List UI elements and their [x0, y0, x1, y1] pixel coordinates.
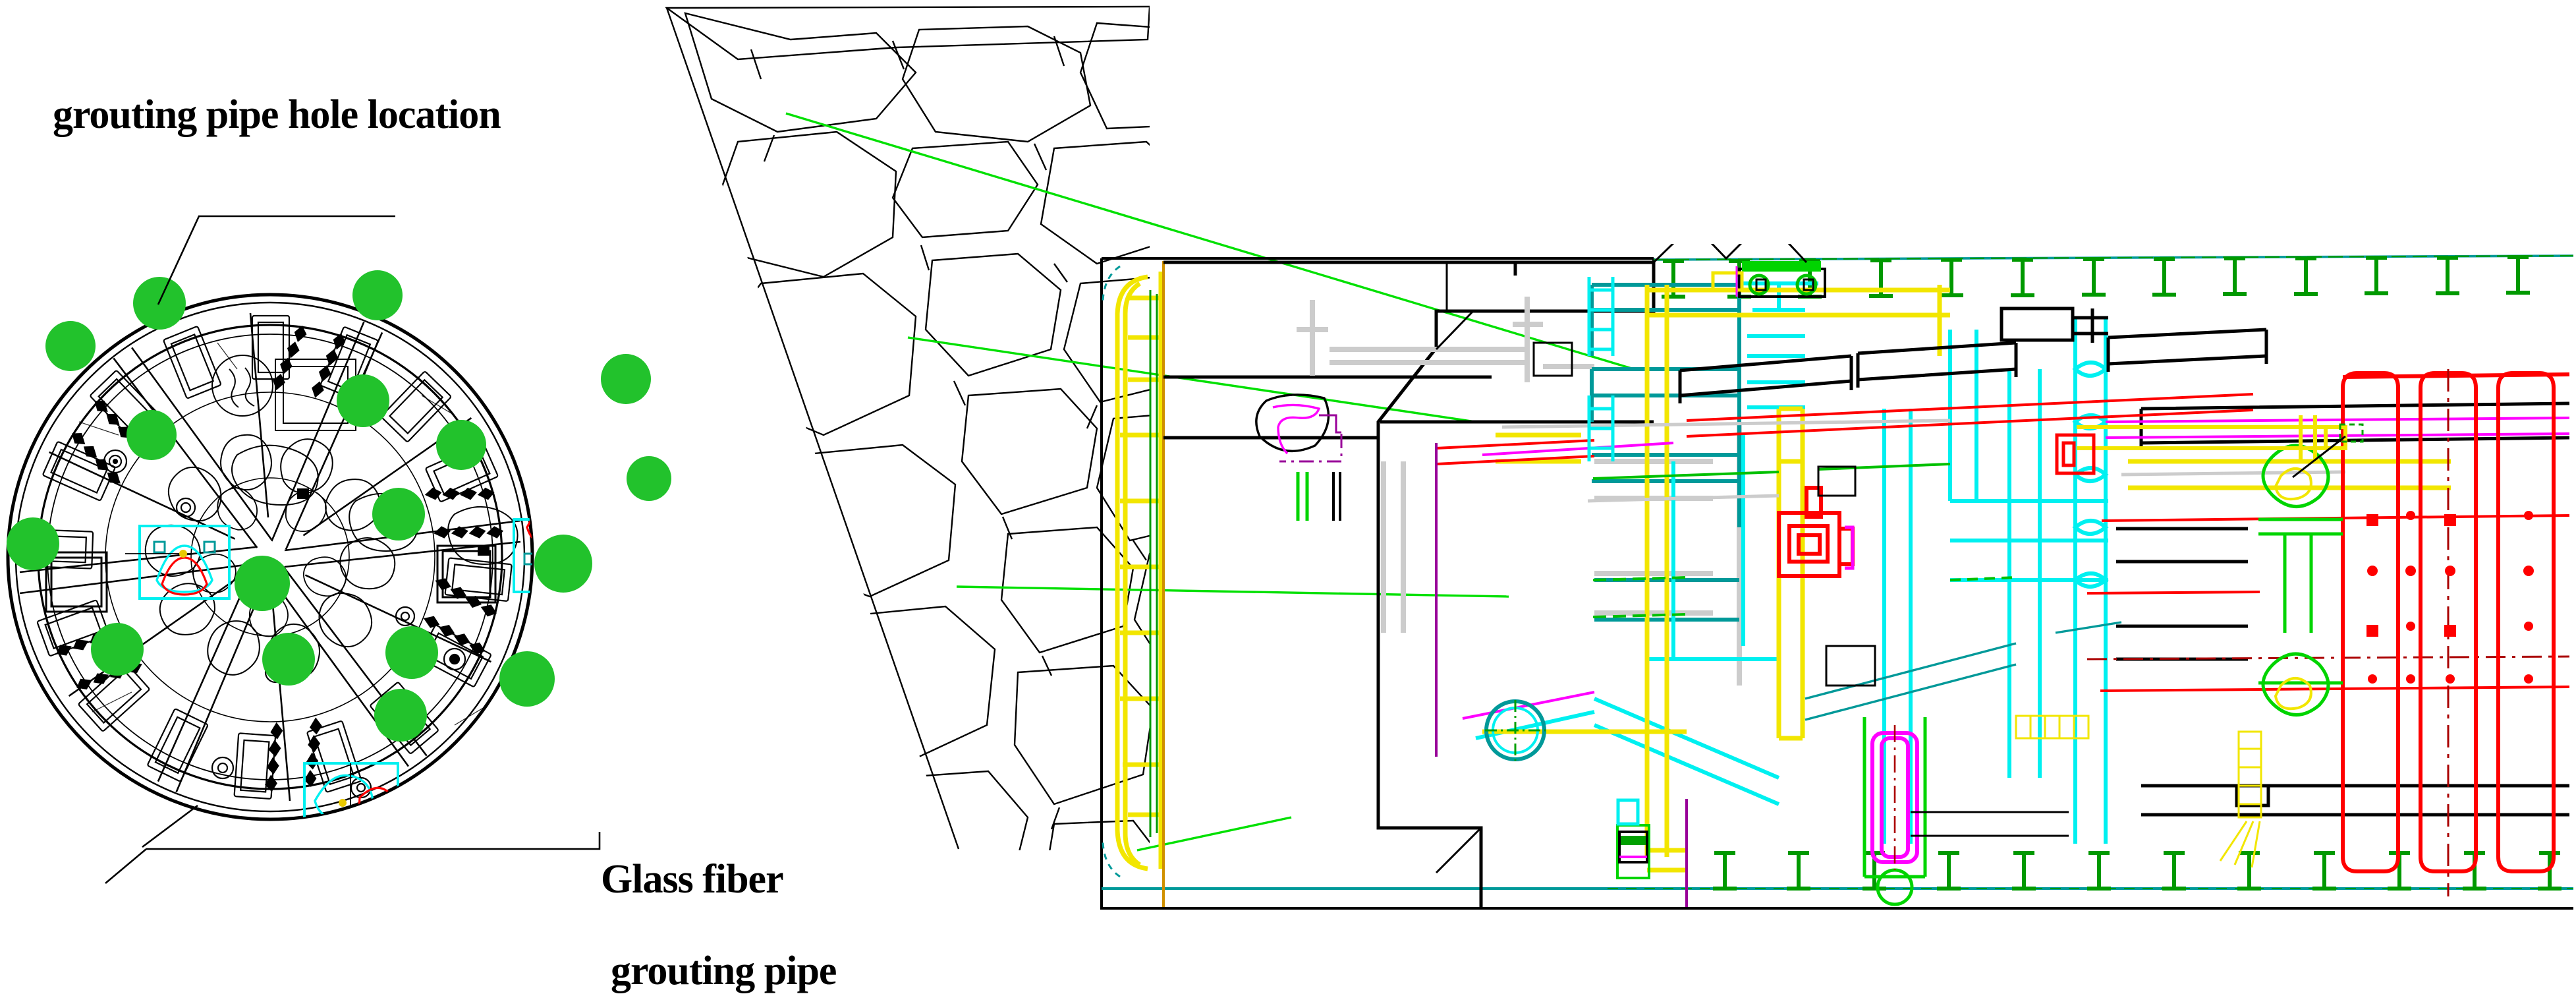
shield-roof-break-lines [1435, 244, 1808, 874]
glass-fiber-line-1: Glass fiber [601, 857, 784, 902]
grout-hole [352, 270, 403, 320]
cutterhead-bottom-block [322, 869, 399, 916]
grout-hole [372, 488, 425, 541]
grout-hole [126, 410, 177, 460]
grout-hole [499, 651, 555, 707]
cutterhead-profile-accent [1149, 290, 1158, 837]
ladder-cyan [1587, 277, 1615, 461]
cutterhead-outer-rim [6, 293, 534, 821]
grout-hole [91, 623, 144, 676]
grey-structure-lines [1501, 419, 2346, 503]
grout-hole [374, 689, 427, 742]
invert-support-beams [1713, 851, 2562, 891]
shield-body-outline [1163, 260, 1656, 910]
grout-hole [337, 374, 389, 427]
centre-details [1445, 262, 2069, 837]
green-leader-lines [785, 112, 1635, 852]
glass-fiber-line-2: grouting pipe [611, 948, 837, 993]
cutter-detail-left [125, 525, 231, 600]
grout-hole [436, 420, 486, 470]
title-leader-line [157, 215, 395, 305]
green-structure-lines [1592, 463, 2017, 618]
motor-hub-yellow [2274, 467, 2312, 711]
grout-hole [7, 517, 59, 570]
shaft-leader [2292, 423, 2364, 479]
grille-yellow [2015, 715, 2262, 868]
boulder-inclusion [1255, 394, 1343, 463]
green-leader-3 [956, 585, 1509, 598]
cutterhead-profile-yellow [1115, 272, 1163, 871]
grout-hole [262, 633, 315, 686]
gauge-cutter-blocks [45, 544, 497, 613]
green-leader-1 [785, 112, 1635, 370]
grouting-pipe-holes [7, 270, 671, 742]
grout-hole [235, 556, 290, 611]
grout-hole [601, 354, 651, 404]
gantry-trolley [1711, 261, 1826, 298]
tunnel-roof-line [1653, 254, 2574, 261]
gantry-crane-yellow [1482, 285, 2451, 873]
cutter-housings [144, 434, 396, 680]
glass-fiber-grouting-pipe-label: Glass fiber grouting pipe [601, 857, 837, 994]
invert-fittings [1616, 798, 1650, 879]
cutterhead-front-view [6, 270, 671, 916]
glass-fiber-leader-line [105, 804, 601, 884]
geology-hatch-region [665, 5, 1150, 850]
grout-hole [45, 321, 96, 371]
cutter-detail-right [513, 503, 532, 593]
green-leader-2 [907, 336, 1476, 423]
grout-hole [534, 535, 592, 593]
hydraulic-power-pack-red [1777, 486, 1855, 578]
page-title: grouting pipe hole location [53, 92, 501, 137]
grout-hole [627, 456, 671, 501]
drive-shaft-yellow [2077, 415, 2347, 461]
drive-unit [1484, 699, 1546, 761]
cutterhead-inner-ring [105, 392, 435, 722]
grout-hole [385, 626, 438, 679]
gantry-port-marks [2366, 511, 2534, 684]
chamber-bars-green [1296, 472, 1309, 521]
hydraulic-accent-magenta [1845, 525, 1855, 570]
teal-structure-lines [1805, 621, 2122, 721]
tbm-longitudinal-section [1100, 244, 2574, 910]
backup-gantries-red [2341, 371, 2570, 873]
red-box-detail [2055, 433, 2096, 475]
shield-arc-teal [1102, 265, 1121, 878]
